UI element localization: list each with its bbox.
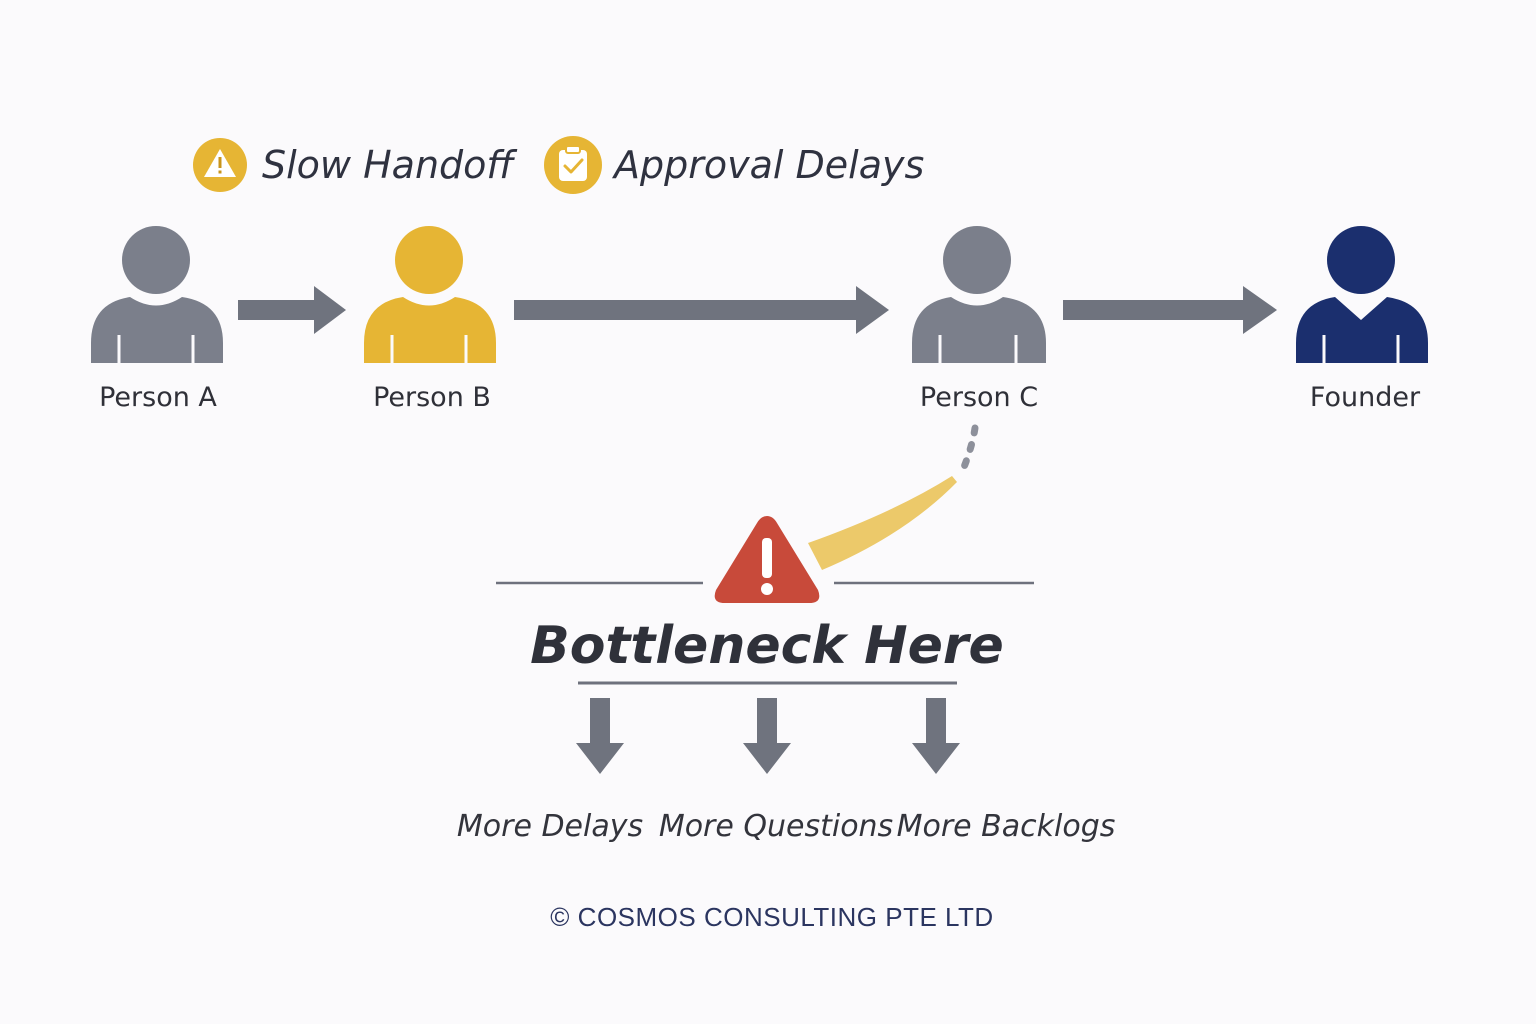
tag-approval-delays-label: Approval Delays [611, 143, 924, 187]
outcome-more-delays: More Delays [457, 809, 643, 844]
outcome-more-questions: More Questions [659, 809, 893, 844]
down-arrow-backlogs [912, 698, 960, 774]
tag-slow-handoff-label: Slow Handoff [262, 143, 517, 187]
person-b-icon [364, 226, 496, 363]
dotted-connector [958, 424, 979, 476]
person-a: Person A [91, 226, 223, 413]
tag-slow-handoff: Slow Handoff [193, 138, 517, 192]
person-b-label: Person B [373, 382, 491, 413]
warning-icon [193, 138, 247, 192]
alert-triangle-icon [714, 516, 820, 603]
person-founder-label: Founder [1310, 382, 1421, 413]
down-arrow-questions [743, 698, 791, 774]
outcome-more-backlogs: More Backlogs [897, 809, 1116, 844]
down-arrow-delays [576, 698, 624, 774]
footer-copyright: © COSMOS CONSULTING PTE LTD [550, 902, 993, 932]
arrow-b-to-c [514, 286, 889, 334]
person-b: Person B [364, 226, 496, 413]
person-founder: Founder [1296, 226, 1428, 413]
person-c: Person C [912, 226, 1046, 413]
highlight-swoosh [808, 476, 957, 570]
person-c-icon [912, 226, 1046, 363]
person-a-icon [91, 226, 223, 363]
person-c-label: Person C [920, 382, 1038, 413]
person-founder-icon [1296, 226, 1428, 363]
bottleneck-title: Bottleneck Here [530, 616, 1004, 676]
person-a-label: Person A [99, 382, 217, 413]
tag-approval-delays: Approval Delays [544, 136, 924, 194]
arrow-c-to-founder [1063, 286, 1277, 334]
arrow-a-to-b [238, 286, 346, 334]
clipboard-check-icon [544, 136, 602, 194]
